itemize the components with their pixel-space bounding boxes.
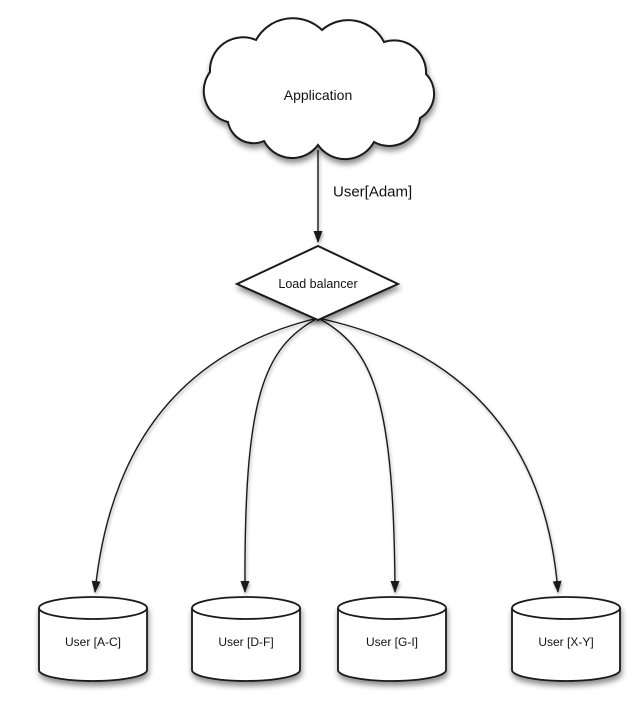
cylinder-body [191, 608, 301, 682]
shard-cylinder-3 [337, 596, 447, 682]
shard-cylinder-4 [511, 596, 621, 682]
shard-label-x-y: User [X-Y] [538, 635, 594, 649]
edge-loadbalancer-to-shard-2 [240, 317, 319, 593]
edge-loadbalancer-to-shard-1 [91, 317, 319, 593]
edge-loadbalancer-to-shard-3 [317, 317, 400, 593]
cylinder-top [38, 596, 148, 620]
shard-cylinders-group [38, 596, 621, 682]
cylinder-top [337, 596, 447, 620]
shard-label-a-c: User [A-C] [64, 635, 122, 649]
shard-label-d-f: User [D-F] [218, 635, 274, 649]
diamond-shape [234, 244, 401, 322]
application-label: Application [283, 87, 353, 103]
cylinder-body [511, 608, 621, 682]
cylinder-top [511, 596, 621, 620]
load-balancer-label: Load balancer [278, 277, 358, 291]
cylinder-top [191, 596, 301, 620]
edge-loadbalancer-to-shard-4 [317, 317, 562, 593]
cylinder-body [337, 608, 447, 682]
shard-cylinder-2 [191, 596, 301, 682]
edges-group [91, 150, 562, 593]
cylinder-body [38, 608, 148, 682]
edge-label-user-adam: User[Adam] [333, 183, 413, 201]
shard-cylinder-1 [38, 596, 148, 682]
shard-label-g-i: User [G-I] [365, 635, 419, 649]
application-cloud-node [202, 17, 436, 161]
cloud-shape [202, 17, 436, 161]
load-balancer-diamond-node [234, 244, 401, 322]
